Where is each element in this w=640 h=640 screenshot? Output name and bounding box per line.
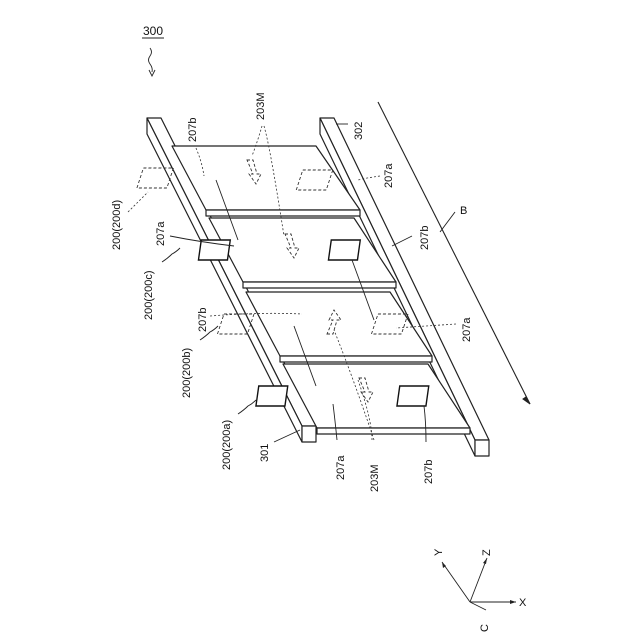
axis-x-arrow <box>510 600 516 604</box>
module-200c-edge <box>243 282 396 288</box>
pad-207a-c <box>198 240 230 260</box>
direction-arrow-head <box>523 397 530 404</box>
leader-207b-c <box>392 236 412 246</box>
axis-x-label: X <box>519 597 527 609</box>
figure-number-label: 300 <box>143 24 163 38</box>
label-301: 301 <box>259 444 271 462</box>
label-207b-a: 207b <box>423 460 435 484</box>
axis-z-line <box>470 558 487 602</box>
leader-200d <box>128 192 148 212</box>
pad-207b-c <box>328 240 360 260</box>
label-207b-c: 207b <box>419 226 431 250</box>
label-207b-top: 207b <box>187 118 199 142</box>
axis-z-label: Z <box>481 549 493 556</box>
label-207a-c: 207a <box>155 221 167 246</box>
label-200c: 200(200c) <box>143 270 155 320</box>
rail-301-end <box>302 426 316 442</box>
label-207b-b: 207b <box>197 308 209 332</box>
figure-number: 300 <box>142 24 164 76</box>
label-200d: 200(200d) <box>111 200 123 250</box>
module-200b-edge <box>280 356 432 362</box>
module-200a-edge <box>317 428 470 434</box>
label-203m-top: 203M <box>255 92 267 120</box>
axis-y-label: Y <box>433 548 445 556</box>
pad-207a-a <box>256 386 288 406</box>
axis-c-label: C <box>479 624 491 632</box>
label-207a-top: 207a <box>383 163 395 188</box>
label-207a-a: 207a <box>335 455 347 480</box>
leader-200c <box>162 248 180 262</box>
leader-200a <box>238 400 256 414</box>
label-200a: 200(200a) <box>221 420 233 470</box>
axis-z-arrow <box>483 558 487 564</box>
direction-label-leader <box>440 212 455 232</box>
label-200b: 200(200b) <box>181 348 193 398</box>
axis-y-line <box>442 562 470 602</box>
label-302: 302 <box>353 122 365 140</box>
figure-number-leader <box>149 48 153 72</box>
direction-label: B <box>460 205 467 217</box>
axis-c-line <box>470 602 486 610</box>
leader-301 <box>274 430 300 442</box>
label-207a-b: 207a <box>461 317 473 342</box>
rail-302-end <box>475 440 489 456</box>
pad-207b-a <box>397 386 429 406</box>
axis-indicator: X Y Z C <box>433 548 527 632</box>
label-203m-bottom: 203M <box>369 464 381 492</box>
